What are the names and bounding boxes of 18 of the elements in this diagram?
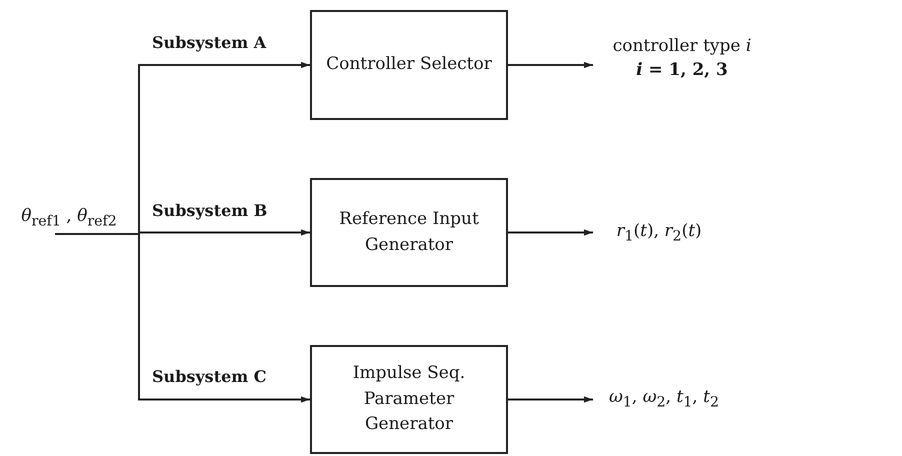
edge-label: Subsystem B <box>150 201 270 220</box>
arrow <box>508 229 593 236</box>
process-box <box>310 178 508 287</box>
box-label: Impulse Seq. Parameter Generator <box>352 362 466 436</box>
box-label: Controller Selector <box>326 53 492 76</box>
signal-label: i = 1, 2, 3 <box>636 59 728 82</box>
signal-label: ω$_{1}$, ω$_{2}$, t$_{1}$, t$_{2}$ <box>609 386 719 413</box>
arrow <box>508 396 593 403</box>
edge-label: Subsystem A <box>150 33 268 52</box>
process-box <box>310 10 508 120</box>
arrow <box>508 62 593 68</box>
signal-label: θ$_{ref1}$ , θ$_{ref2}$ <box>21 205 117 232</box>
edge-label: Subsystem C <box>150 367 268 386</box>
signal-label: r$_{1}$(t), r$_{2}$(t) <box>616 220 702 247</box>
arrow <box>55 233 310 403</box>
signal-label: controller type i <box>612 35 752 58</box>
process-box <box>310 345 508 454</box>
box-label: Reference Input Generator <box>338 208 480 256</box>
